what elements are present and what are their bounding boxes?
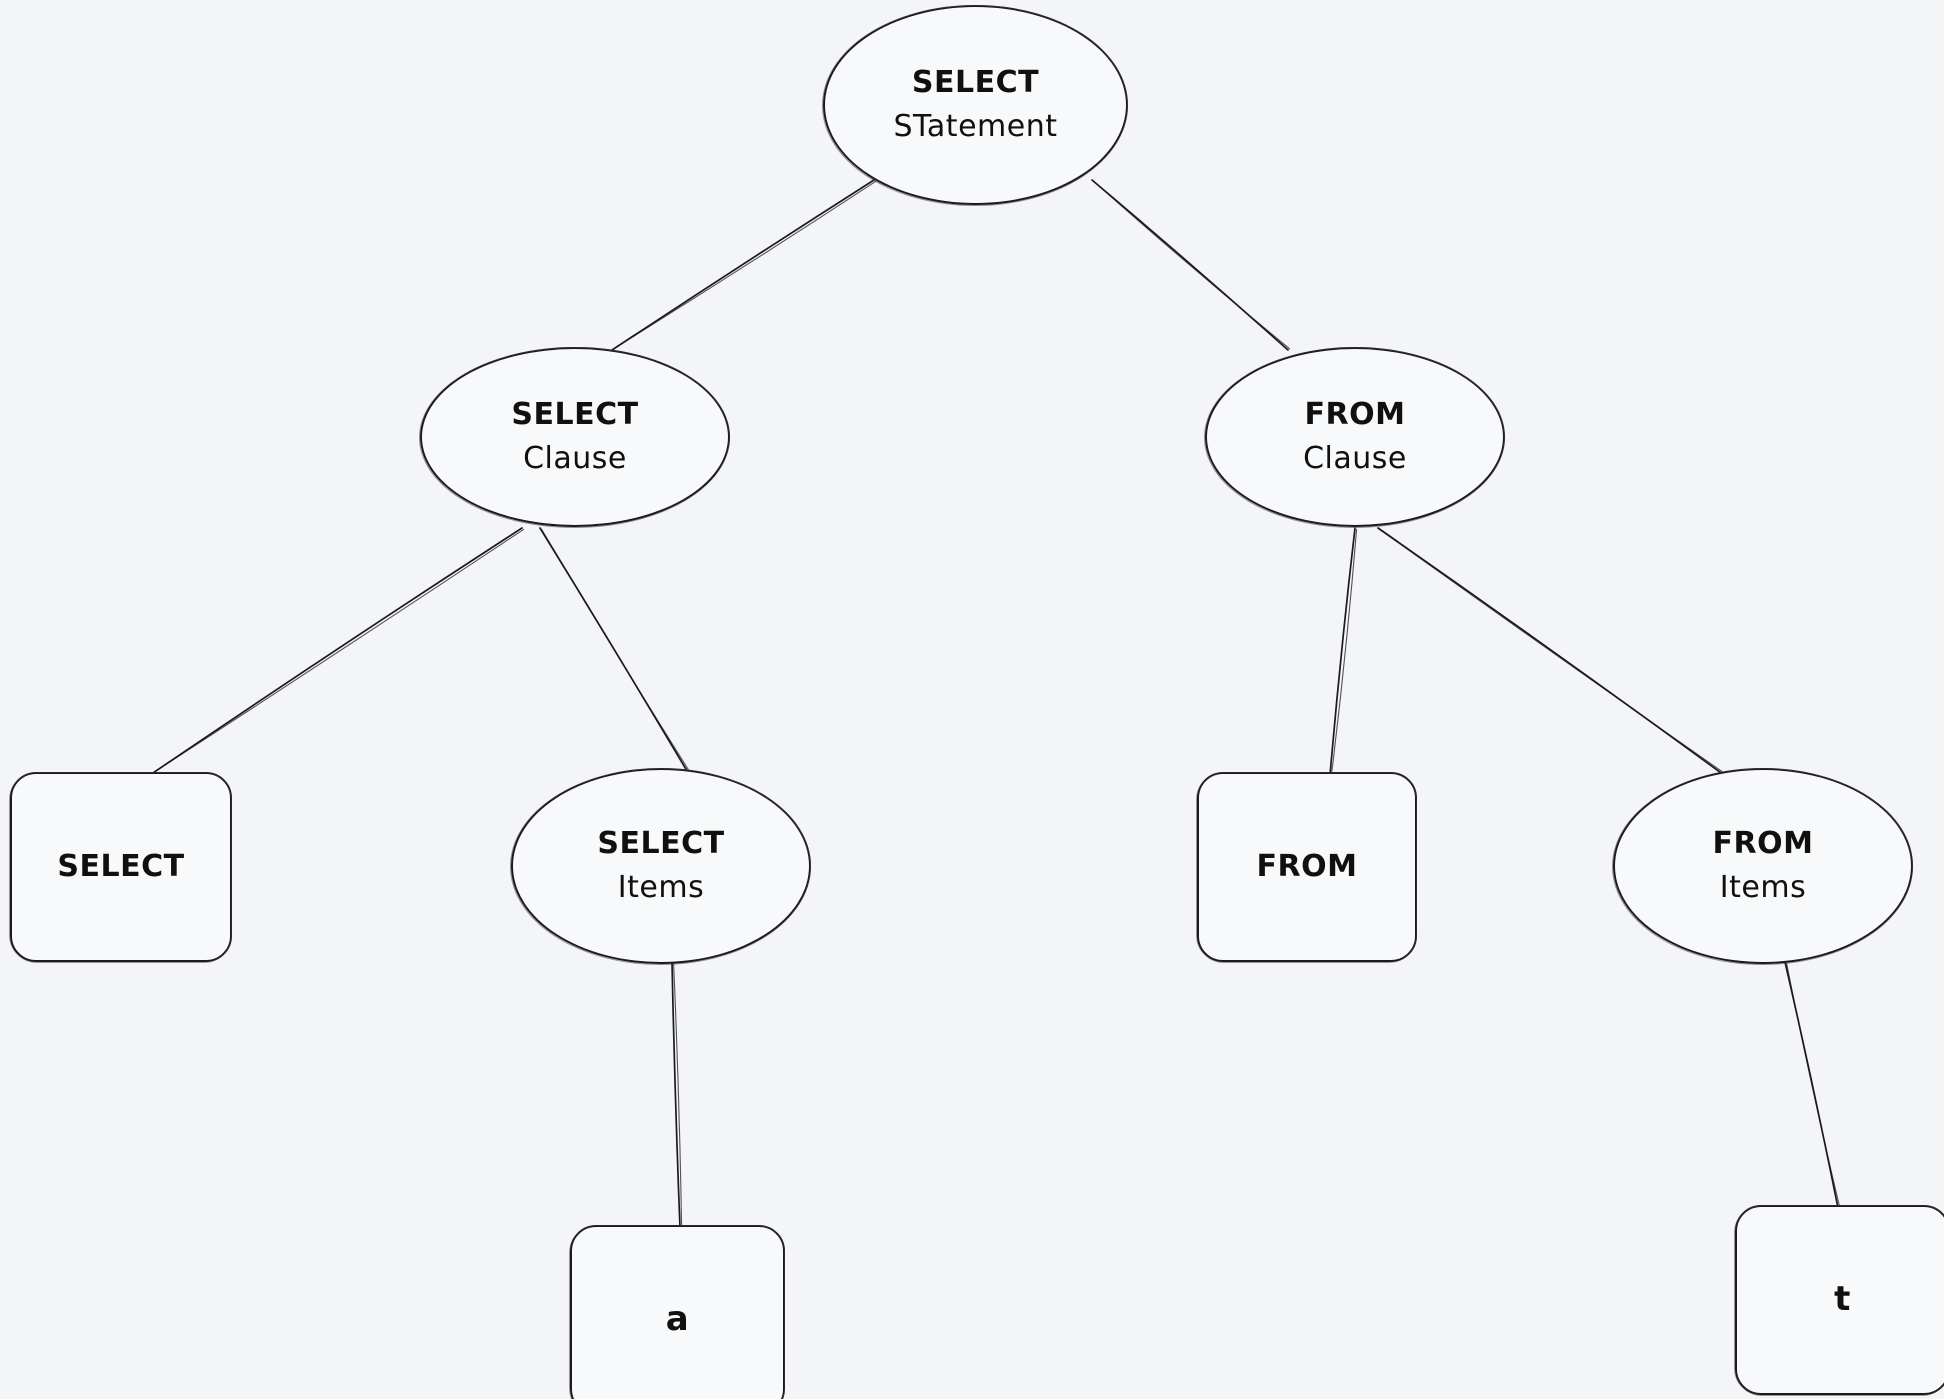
edge-select-clause-select-terminal xyxy=(149,527,525,776)
edge-select-clause-select-items xyxy=(539,527,693,777)
node-label-primary: SELECT xyxy=(57,848,185,884)
node-select-terminal[interactable]: SELECT xyxy=(9,772,232,963)
node-label-secondary: Clause xyxy=(1303,441,1407,476)
node-select-statement[interactable]: SELECT STatement xyxy=(822,5,1128,206)
edge-from-clause-from-items xyxy=(1377,527,1731,779)
node-label-secondary: Clause xyxy=(523,441,627,476)
node-label-primary: SELECT xyxy=(911,64,1040,100)
node-label-primary: FROM xyxy=(1304,396,1406,432)
node-label-primary: SELECT xyxy=(597,825,725,861)
node-select-items[interactable]: SELECT Items xyxy=(510,768,811,965)
node-t-terminal[interactable]: t xyxy=(1734,1205,1944,1396)
node-label-secondary: Items xyxy=(1719,870,1807,905)
node-label-secondary: STatement xyxy=(893,109,1058,144)
node-label-primary: FROM xyxy=(1256,848,1358,884)
node-label-primary: a xyxy=(665,1299,690,1340)
node-from-clause[interactable]: FROM Clause xyxy=(1204,347,1505,528)
node-from-items[interactable]: FROM Items xyxy=(1612,768,1913,965)
edge-select-items-a xyxy=(671,961,683,1229)
node-label-primary: t xyxy=(1834,1279,1851,1320)
node-a-terminal[interactable]: a xyxy=(569,1225,785,1399)
node-label-secondary: Items xyxy=(617,870,705,905)
node-from-terminal[interactable]: FROM xyxy=(1196,772,1417,963)
node-select-clause[interactable]: SELECT Clause xyxy=(419,347,730,528)
edge-from-items-t xyxy=(1784,961,1841,1209)
edge-statement-select-clause xyxy=(611,179,877,351)
node-label-primary: FROM xyxy=(1712,825,1814,861)
edge-from-clause-from-terminal xyxy=(1329,527,1358,776)
node-label-primary: SELECT xyxy=(511,396,639,432)
edge-statement-from-clause xyxy=(1091,179,1291,351)
